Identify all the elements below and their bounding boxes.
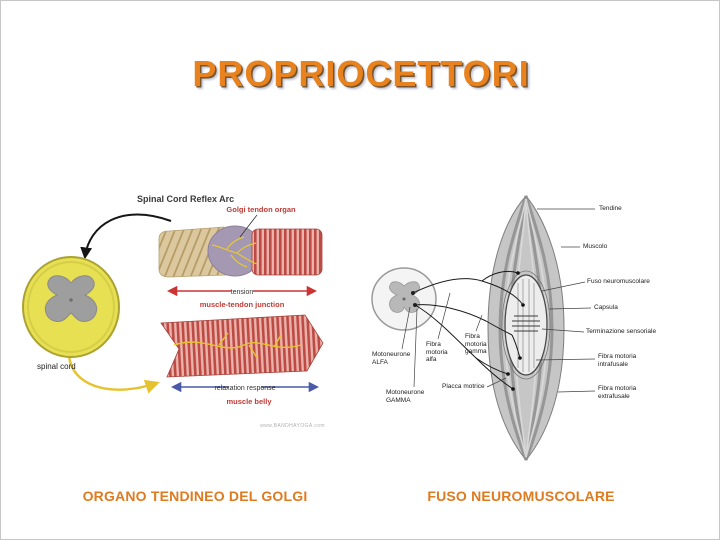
label-placca-motrice: Placca motrice <box>442 383 485 390</box>
golgi-tendon-diagram: Spinal Cord Reflex Arc spinal cord <box>9 187 339 447</box>
label-fibra-motoria-gamma: Fibra motoria gamma <box>465 333 487 355</box>
efferent-arrow <box>67 354 160 394</box>
muscle-spindle-illustration <box>371 195 596 461</box>
label-motoneurone-gamma: Motoneurone GAMMA <box>386 389 425 404</box>
reflex-arc-heading: Spinal Cord Reflex Arc <box>137 194 234 204</box>
motor-end-plates <box>506 271 525 391</box>
golgi-reflex-illustration: Spinal Cord Reflex Arc spinal cord <box>22 194 325 429</box>
spinal-cord-label: spinal cord <box>37 362 76 371</box>
nerve-fibers <box>412 270 524 390</box>
caption-fuso-neuromuscolare: FUSO NEUROMUSCOLARE <box>427 488 615 504</box>
afferent-arrow <box>80 213 172 260</box>
watermark: www.BANDHAYOGA.com <box>260 423 325 429</box>
muscle-belly-graphic <box>160 314 324 378</box>
label-fibra-motoria-extrafusale: Fibra motoria extrafusale <box>598 385 637 400</box>
label-fibra-motoria-alfa: Fibra motoria alfa <box>426 341 448 363</box>
caption-organo-tendineo: ORGANO TENDINEO DEL GOLGI <box>82 488 308 504</box>
label-motoneurone-alfa: Motoneurone ALFA <box>372 351 411 366</box>
golgi-label: Golgi tendon organ <box>226 205 296 214</box>
junction-label: muscle-tendon junction <box>200 300 285 309</box>
leader-lines <box>401 208 596 393</box>
label-fibra-motoria-intrafusale: Fibra motoria intrafusale <box>598 353 637 368</box>
spindle-capsule-outline <box>501 270 551 380</box>
slide-title: PROPRIOCETTORI <box>192 53 530 94</box>
golgi-pointer-line <box>239 214 258 238</box>
relaxation-label: relaxation response <box>214 385 275 392</box>
label-fuso-neuromuscolare: Fuso neuromuscolare <box>587 278 650 285</box>
sensory-ending-coils <box>512 315 540 332</box>
muscle-spindle-diagram: Tendine Muscolo Fuso neuromuscolare Caps… <box>366 193 666 463</box>
label-capsula: Capsula <box>594 304 618 311</box>
belly-label: muscle belly <box>226 397 272 406</box>
tension-label: tension <box>231 289 254 296</box>
label-muscolo: Muscolo <box>583 243 608 250</box>
golgi-nerve-fibers <box>211 236 258 268</box>
muscle-nerve-fibers <box>173 332 302 359</box>
label-tendine: Tendine <box>599 205 622 212</box>
spinal-cord-small <box>371 267 437 331</box>
spinal-cord-cross-section <box>22 256 120 358</box>
muscle-spindle <box>504 274 548 376</box>
muscle-bundle <box>487 195 565 461</box>
label-terminazione-sensoriale: Terminazione sensoriale <box>586 328 657 335</box>
striated-muscle <box>251 228 323 276</box>
muscle-tendon-unit <box>158 214 323 278</box>
